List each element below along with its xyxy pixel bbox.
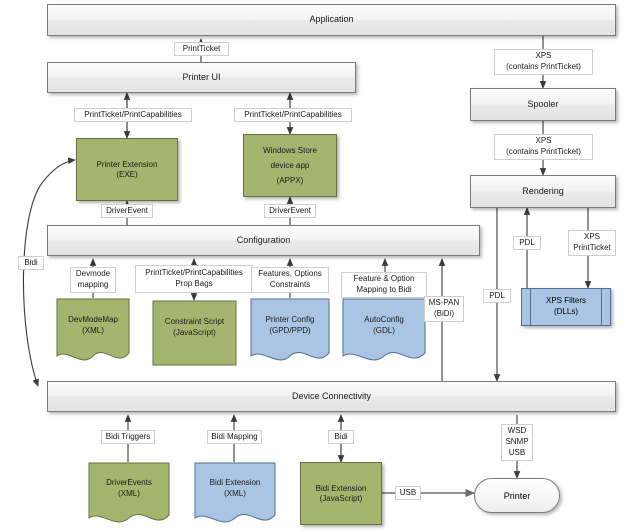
node-bidi-extension-js-label: Bidi Extension (JavaScript) — [315, 483, 367, 503]
edge-label-pdl-device-text: PDL — [489, 290, 505, 300]
edge-label-ptpc-right: PrintTicket/PrintCapabilities — [234, 108, 352, 122]
node-device-connectivity[interactable]: Device Connectivity — [47, 381, 616, 412]
edge-label-ptpc-right-text: PrintTicket/PrintCapabilities — [244, 109, 342, 119]
edge-label-pdl-render: PDL — [513, 236, 541, 250]
driverevents-shape — [88, 462, 170, 523]
edge-label-pdl-device: PDL — [483, 289, 511, 303]
node-xps-filters-label: XPS Filters (DLLs) — [545, 296, 586, 316]
node-printer-ui[interactable]: Printer UI — [47, 62, 356, 93]
node-printer-extension-label: Printer Extension (EXE) — [96, 159, 158, 179]
node-devmodemap-label: DevModeMap (XML) — [68, 314, 118, 335]
edge-label-usb-text: USB — [399, 487, 417, 497]
node-configuration[interactable]: Configuration — [47, 225, 480, 256]
edge-label-pdl-render-text: PDL — [519, 237, 535, 247]
edge-label-ms-pan-text: MS-PAN (BiDi) — [428, 298, 460, 318]
edge-label-xps-printticket-text: XPS PrintTicket — [573, 232, 611, 252]
edge-label-xps-contains-pt-2-text: XPS (contains PrintTicket) — [506, 136, 581, 156]
edge-label-devmode-mapping-text: Devmode mapping — [75, 269, 111, 289]
node-printer-config-label: Printer Config (GPD/PPD) — [265, 314, 315, 335]
node-printer-extension[interactable]: Printer Extension (EXE) — [76, 138, 178, 201]
edge-label-driverevent-left: DriverEvent — [101, 204, 153, 218]
node-bidi-extension-js[interactable]: Bidi Extension (JavaScript) — [300, 462, 382, 525]
edge-label-features-options-text: Features, Options Constraints — [258, 269, 322, 289]
edge-label-printticket-text: PrintTicket — [182, 43, 221, 53]
node-spooler[interactable]: Spooler — [470, 88, 616, 121]
edge-label-features-options: Features, Options Constraints — [251, 267, 329, 293]
node-configuration-label: Configuration — [236, 234, 291, 245]
edge-label-driverevent-right: DriverEvent — [264, 204, 316, 218]
node-bidi-extension-xml-label: Bidi Extension (XML) — [209, 478, 261, 499]
edge-label-xps-printticket: XPS PrintTicket — [568, 230, 616, 256]
printer-config-shape — [250, 298, 330, 361]
edge-label-bidi-center: Bidi — [328, 430, 354, 444]
edge-label-ptpc-left-text: PrintTicket/PrintCapabilities — [84, 109, 182, 119]
node-devmodemap[interactable]: DevModeMap (XML) — [56, 298, 130, 363]
node-device-connectivity-label: Device Connectivity — [291, 390, 372, 401]
edge-label-bidi-triggers-text: Bidi Triggers — [105, 431, 151, 441]
node-windows-store-app[interactable]: Windows Store device app (APPX) — [243, 134, 337, 197]
autoconfig-shape — [342, 298, 426, 361]
edge-label-driverevent-left-text: DriverEvent — [106, 205, 148, 215]
edge-label-xps-contains-pt-1: XPS (contains PrintTicket) — [494, 49, 593, 75]
edge-label-feature-option-mapping: Feature & Option Mapping to Bidi — [341, 272, 427, 298]
edge-label-ptpc-prop-bags-text: PrintTicket/PrintCapabilities Prop Bags — [145, 268, 243, 288]
node-printer-config[interactable]: Printer Config (GPD/PPD) — [250, 298, 330, 363]
node-application-label: Application — [309, 14, 354, 25]
edge-label-xps-contains-pt-1-text: XPS (contains PrintTicket) — [506, 51, 581, 71]
node-driverevents[interactable]: DriverEvents (XML) — [88, 462, 170, 525]
node-printer-ui-label: Printer UI — [182, 71, 221, 82]
node-driverevents-label: DriverEvents (XML) — [106, 478, 152, 499]
edge-label-feature-option-mapping-text: Feature & Option Mapping to Bidi — [353, 274, 415, 294]
node-bidi-extension-xml[interactable]: Bidi Extension (XML) — [194, 462, 276, 525]
node-printer[interactable]: Printer — [474, 478, 560, 513]
edge-label-wsd-snmp-usb: WSD SNMP USB — [501, 424, 533, 461]
edge-label-driverevent-right-text: DriverEvent — [269, 205, 311, 215]
node-constraint-script[interactable]: Constraint Script (JavaScript) — [152, 300, 237, 366]
edge-label-bidi-left: Bidi — [18, 256, 44, 270]
node-rendering[interactable]: Rendering — [470, 175, 616, 208]
edge-label-xps-contains-pt-2: XPS (contains PrintTicket) — [494, 134, 593, 160]
edge-label-bidi-mapping: Bidi Mapping — [207, 430, 262, 444]
edge-label-bidi-triggers: Bidi Triggers — [101, 430, 155, 444]
edge-label-bidi-mapping-text: Bidi Mapping — [211, 431, 258, 441]
bidi-extension-xml-shape — [194, 462, 276, 523]
edge-label-bidi-center-text: Bidi — [334, 431, 348, 441]
node-spooler-label: Spooler — [527, 98, 559, 109]
node-rendering-label: Rendering — [522, 185, 564, 196]
node-autoconfig[interactable]: AutoConfig (GDL) — [342, 298, 426, 363]
node-xps-filters[interactable]: XPS Filters (DLLs) — [521, 288, 611, 326]
edge-label-ptpc-prop-bags: PrintTicket/PrintCapabilities Prop Bags — [135, 265, 253, 293]
node-windows-store-app-label: Windows Store device app (APPX) — [263, 145, 317, 186]
node-autoconfig-label: AutoConfig (GDL) — [364, 314, 404, 335]
node-application[interactable]: Application — [47, 4, 616, 36]
edge-label-devmode-mapping: Devmode mapping — [70, 267, 116, 293]
edge-label-bidi-left-text: Bidi — [24, 257, 38, 267]
edge-label-wsd-snmp-usb-text: WSD SNMP USB — [505, 426, 529, 457]
edge-label-ms-pan: MS-PAN (BiDi) — [424, 296, 464, 322]
edge-label-printticket: PrintTicket — [174, 42, 229, 56]
edge-label-ptpc-left: PrintTicket/PrintCapabilities — [74, 108, 192, 122]
edge-label-usb: USB — [395, 486, 421, 500]
constraint-script-shape — [152, 300, 237, 366]
node-constraint-script-label: Constraint Script (JavaScript) — [164, 316, 225, 337]
node-printer-label: Printer — [503, 490, 531, 501]
